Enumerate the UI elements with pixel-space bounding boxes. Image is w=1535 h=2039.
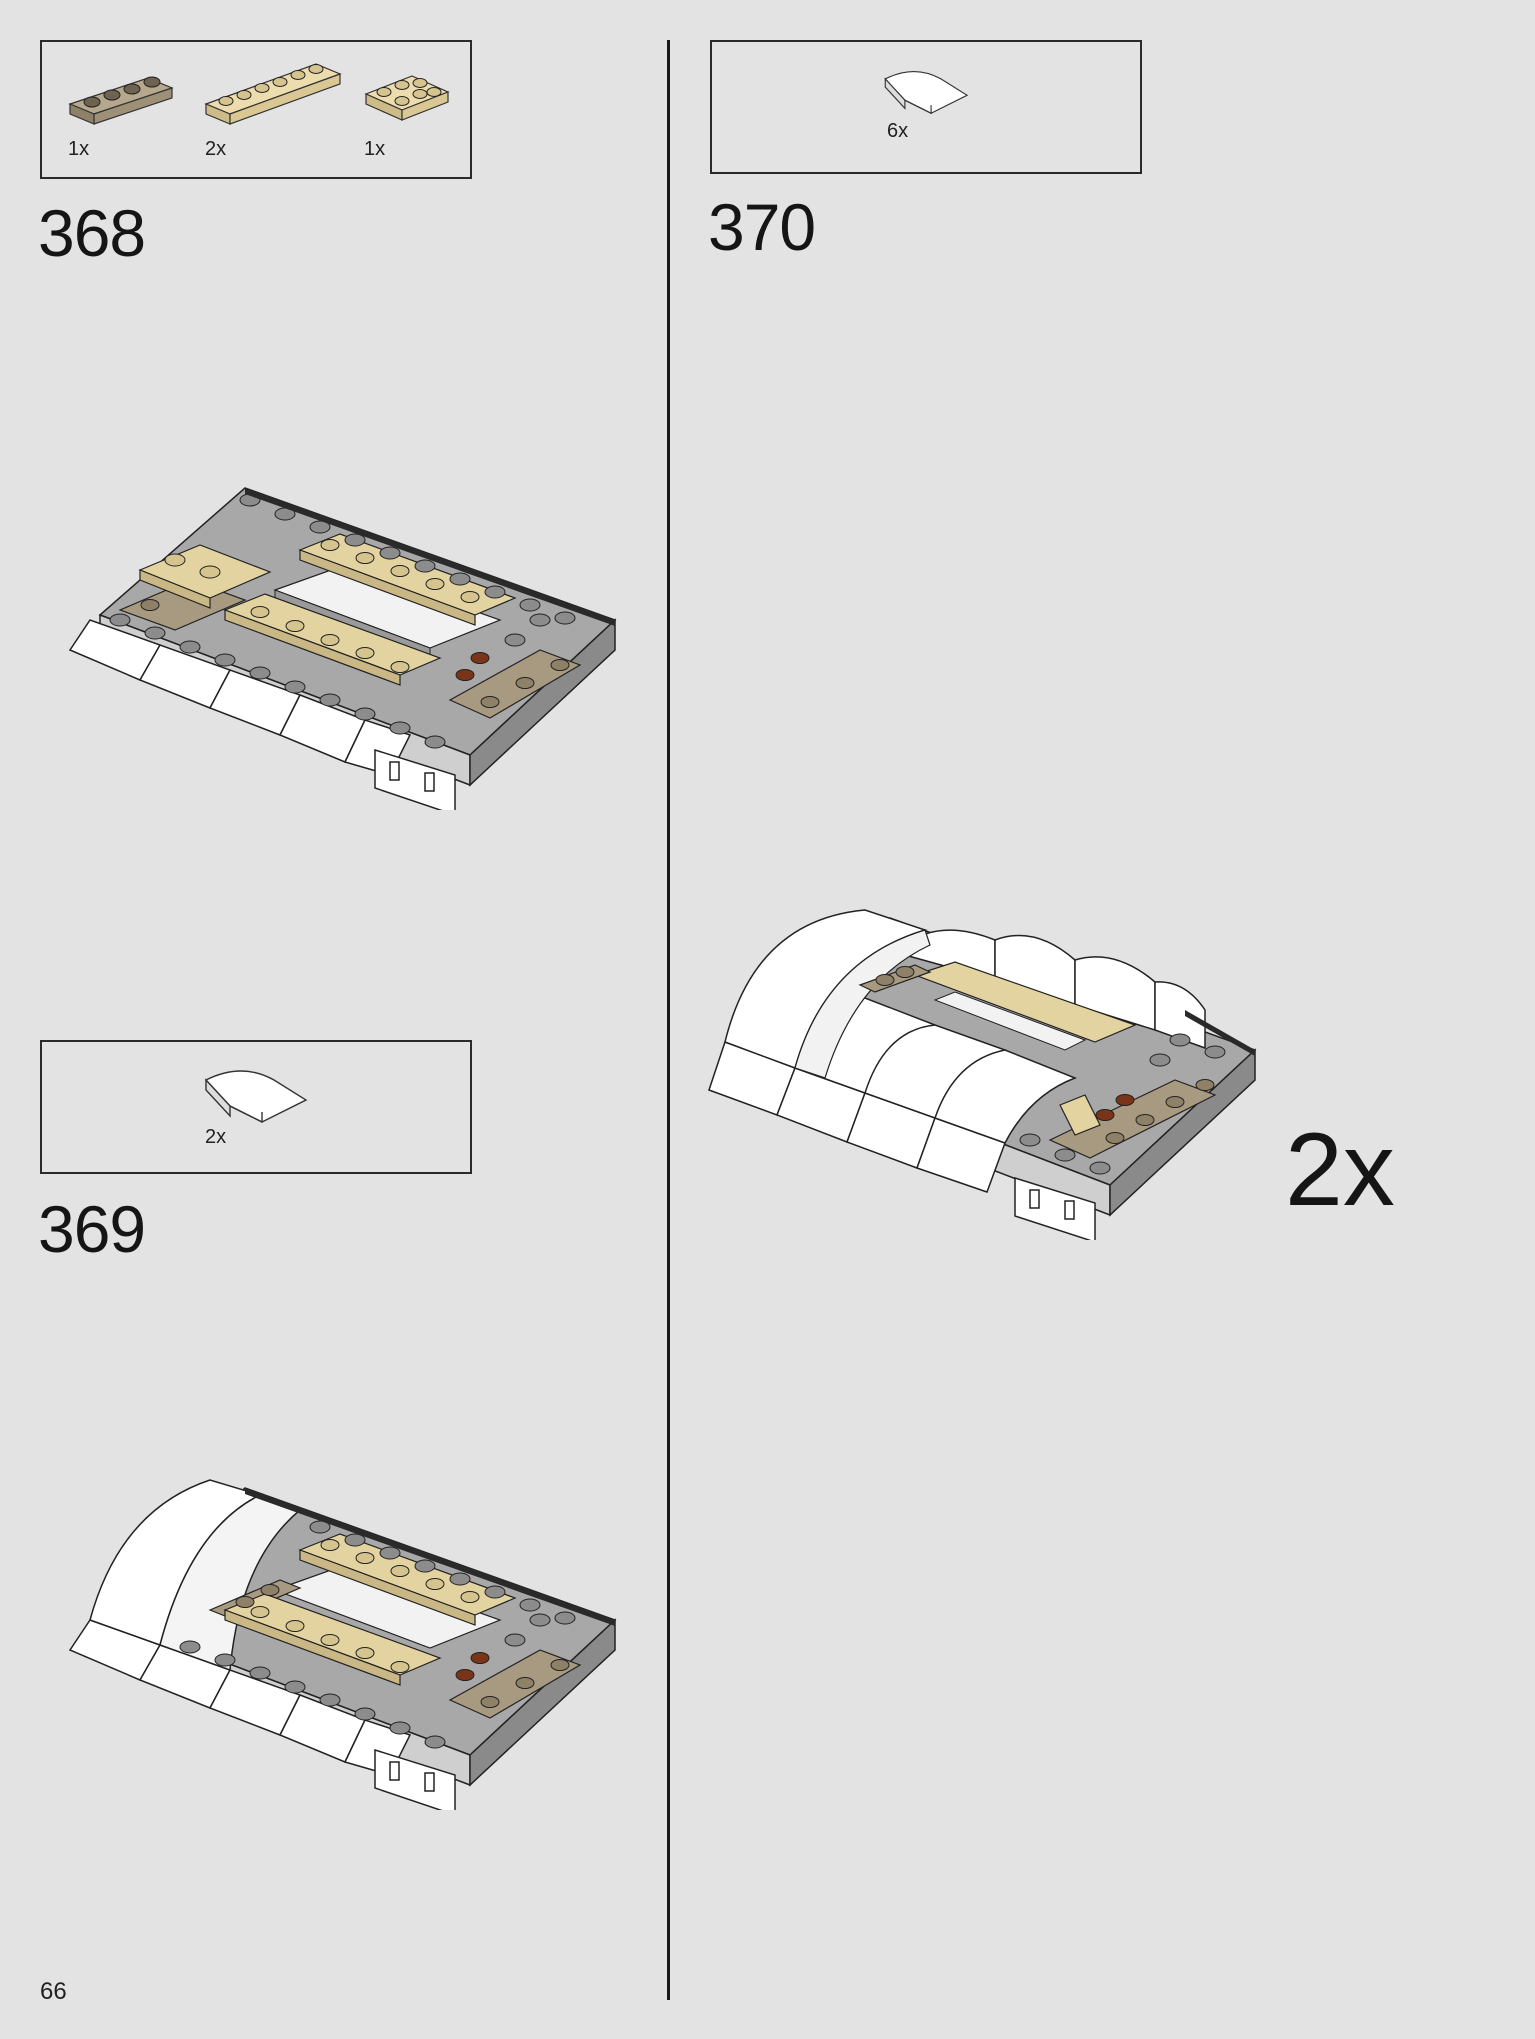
- white-curved-slope-icon: [204, 1070, 308, 1124]
- assembly-model-370: [708, 909, 1257, 1240]
- part-qty: 1x: [364, 138, 386, 160]
- parts-list-370: 6x: [710, 40, 1142, 174]
- dark-tan-plate-1x4-icon: [68, 76, 174, 125]
- white-curved-slope-icon: [884, 70, 969, 115]
- build-multiplier: 2x: [1285, 1112, 1395, 1228]
- part-qty: 2x: [205, 1126, 227, 1148]
- column-divider: [667, 40, 670, 2000]
- part-qty: 1x: [68, 138, 90, 160]
- step-number: 370: [708, 190, 816, 264]
- assembly-model-368: [68, 487, 617, 810]
- parts-list-368: 1x 2x 1x: [40, 40, 472, 179]
- assembly-model-369: [68, 1479, 617, 1810]
- tan-plate-2x3-icon: [364, 75, 450, 121]
- step-number: 368: [38, 196, 146, 270]
- part-qty: 2x: [205, 138, 227, 160]
- tan-plate-1x6-icon: [204, 63, 342, 125]
- parts-list-369: 2x: [40, 1040, 472, 1174]
- step-number: 369: [38, 1192, 146, 1266]
- page-number: 66: [40, 1978, 67, 2005]
- part-qty: 6x: [887, 120, 909, 142]
